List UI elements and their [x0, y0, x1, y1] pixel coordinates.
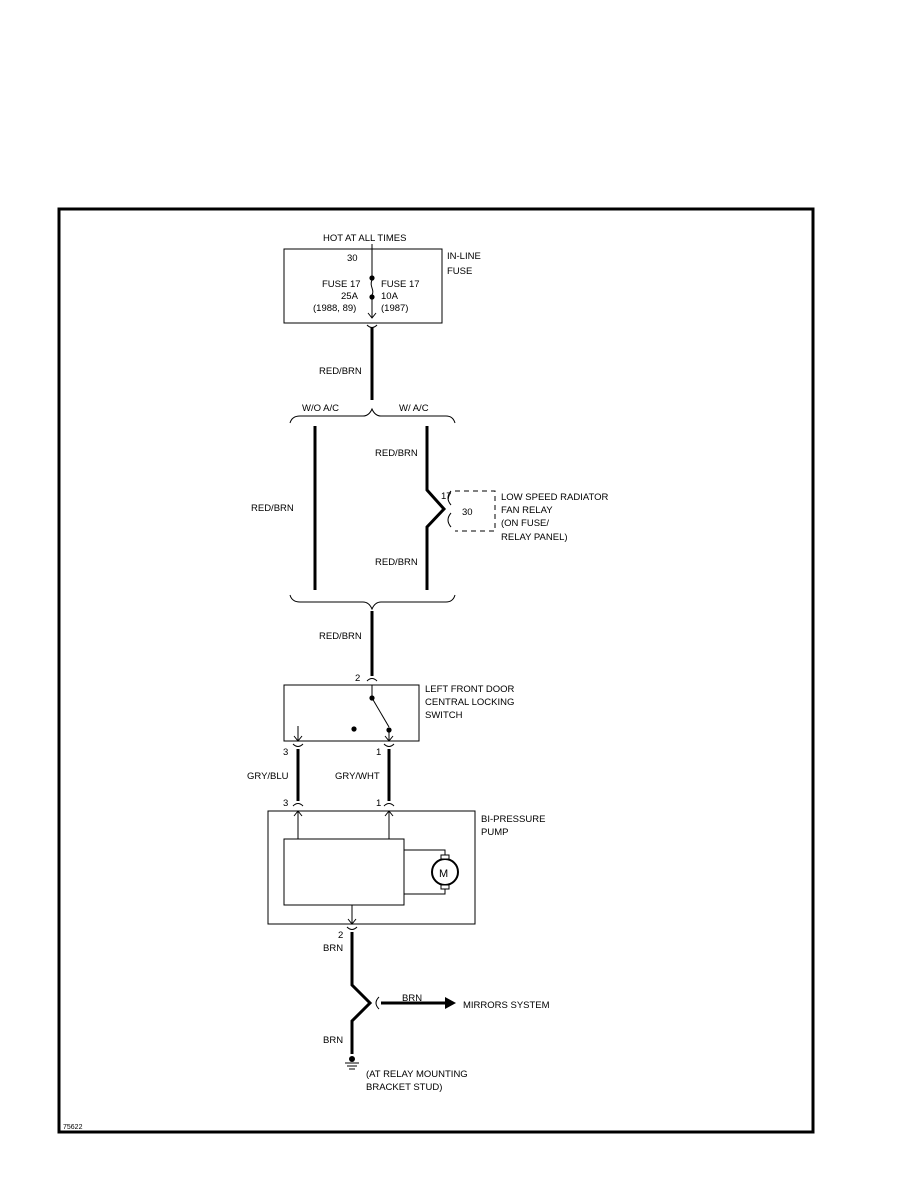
ground-label-1: (AT RELAY MOUNTING [366, 1069, 468, 1080]
mirrors-arrow-icon [445, 997, 456, 1009]
fuse-left-rating: 25A [341, 291, 359, 302]
fuse-right-rating: 10A [381, 291, 399, 302]
wire-brn-branch-label: BRN [402, 993, 422, 1004]
switch-out-right-arrow [384, 735, 394, 742]
switch-label-1: LEFT FRONT DOOR [425, 684, 515, 695]
inline-fuse-label-2: FUSE [447, 266, 472, 277]
pump-pin-3: 3 [283, 798, 288, 809]
switch-contact-open [351, 726, 357, 732]
figure-id: 75622 [63, 1124, 83, 1131]
ground-stud [349, 1056, 355, 1062]
fuse-out-arrow [367, 312, 377, 319]
wire-right-upper-label: RED/BRN [375, 448, 418, 459]
wire-brn-upper-label: BRN [323, 943, 343, 954]
pump-box [267, 810, 476, 925]
option-brace-top [289, 407, 456, 424]
ground-label-2: BRACKET STUD) [366, 1082, 442, 1093]
wire-top-label: RED/BRN [319, 366, 362, 377]
wire-mid-label: RED/BRN [319, 631, 362, 642]
pump-motor-circuit [404, 849, 446, 856]
switch-box [283, 684, 420, 742]
relay-label-4: RELAY PANEL) [501, 532, 568, 543]
fuse-contact-upper [369, 275, 375, 281]
fuse-right-years: (1987) [381, 303, 408, 314]
wire-right-lower-label: RED/BRN [375, 557, 418, 568]
motor-label: M [439, 868, 448, 880]
fuse-terminal-30: 30 [347, 253, 358, 264]
pump-connector-left [292, 803, 304, 807]
inline-fuse-box [283, 248, 443, 324]
switch-pin-1: 1 [376, 747, 381, 758]
pump-in-right-arrow [384, 810, 394, 817]
fuse-element [370, 279, 374, 296]
pump-module [283, 838, 405, 906]
relay-outline [455, 490, 496, 532]
fuse-left-years: (1988, 89) [313, 303, 356, 314]
pump-label-1: BI-PRESSURE [481, 814, 545, 825]
fuse-right-name: FUSE 17 [381, 279, 420, 290]
relay-pin-30: 30 [462, 507, 473, 518]
branch-left-label: W/O A/C [302, 403, 339, 414]
motor-brush-bottom [440, 884, 450, 890]
motor-brush-top [440, 854, 450, 860]
wire-right-branch [425, 426, 447, 590]
relay-label-3: (ON FUSE/ [501, 518, 549, 529]
switch-label-2: CENTRAL LOCKING [425, 697, 514, 708]
splice-connector [375, 996, 380, 1010]
wire-brn-lower-label: BRN [323, 1035, 343, 1046]
pump-pin-2: 2 [338, 930, 343, 941]
switch-out-left-arrow [293, 735, 303, 742]
pump-ground-out-arrow [347, 918, 357, 925]
fuse-left-name: FUSE 17 [322, 279, 361, 290]
relay-label-2: FAN RELAY [501, 505, 553, 516]
mirrors-system-label: MIRRORS SYSTEM [463, 1000, 550, 1011]
wire-brn [350, 932, 373, 1054]
relay-connector [447, 490, 452, 528]
fuse-contact-lower [369, 294, 375, 300]
relay-label-1: LOW SPEED RADIATOR [501, 492, 608, 503]
switch-label-3: SWITCH [425, 710, 463, 721]
pump-connector-right [383, 803, 395, 807]
pump-connector-bottom [346, 926, 358, 930]
switch-pin-3: 3 [283, 747, 288, 758]
pump-motor-return [404, 888, 446, 895]
branch-right-label: W/ A/C [399, 403, 429, 414]
inline-fuse-label: IN-LINE [447, 251, 481, 262]
wire-gry-blu-label: GRY/BLU [247, 771, 289, 782]
wire-left-label: RED/BRN [251, 503, 294, 514]
power-source-label: HOT AT ALL TIMES [323, 233, 406, 244]
wire-gry-wht-label: GRY/WHT [335, 771, 380, 782]
pump-pin-1: 1 [376, 798, 381, 809]
switch-connector-left [292, 743, 304, 747]
switch-pin-2: 2 [355, 673, 360, 684]
relay-pin-17: 17 [441, 491, 452, 502]
switch-connector-right [383, 743, 395, 747]
pump-in-left-arrow [293, 810, 303, 817]
option-brace-bottom [289, 594, 456, 611]
diagram-frame [57, 207, 815, 1134]
pump-label-2: PUMP [481, 827, 508, 838]
switch-blade [371, 697, 390, 728]
switch-connector-top [366, 678, 378, 682]
